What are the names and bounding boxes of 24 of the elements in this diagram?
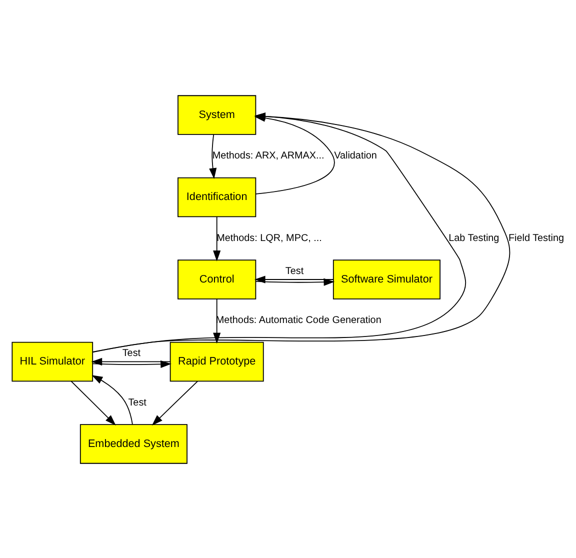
edge-label: Validation	[334, 150, 377, 162]
node-box: Rapid Prototype	[170, 341, 264, 382]
edge-label: Test	[285, 265, 304, 276]
node-box: Control	[178, 259, 256, 299]
edge-label: Lab Testing	[448, 232, 500, 244]
arrow	[70, 380, 116, 425]
node-box: System	[178, 94, 256, 134]
node-box: Identification	[178, 176, 256, 217]
arrow	[255, 278, 335, 286]
edge-label: Test	[122, 348, 141, 359]
edge-label: Field Testing	[508, 232, 564, 244]
arrow	[213, 216, 221, 261]
arrow	[92, 360, 172, 368]
arrow	[91, 357, 170, 366]
edge-label: Methods: LQR, MPC, ...	[216, 232, 322, 244]
arrow	[254, 275, 334, 283]
arrow	[152, 380, 198, 425]
edge-label: Methods: ARX, ARMAX...	[212, 150, 324, 162]
node-box: Embedded System	[80, 424, 188, 464]
arrow	[209, 134, 217, 178]
arrow	[92, 374, 133, 424]
node-box: Software Simulator	[332, 259, 440, 299]
node-box: HIL Simulator	[12, 341, 94, 382]
edge-label: Test	[128, 396, 146, 408]
